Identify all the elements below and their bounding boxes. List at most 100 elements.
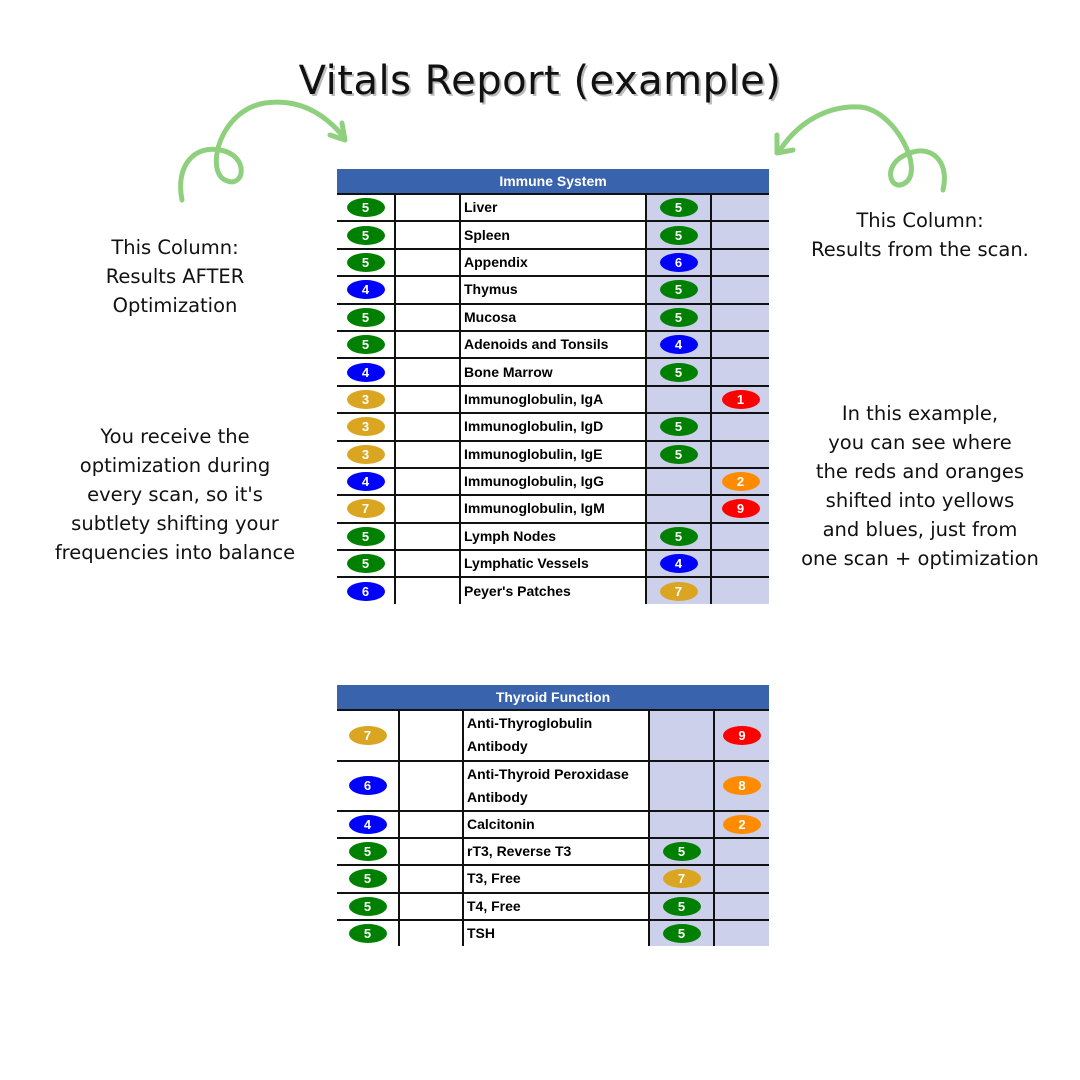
after-optimization-cell: 4: [337, 812, 398, 837]
blank-cell: [398, 839, 462, 865]
scan-out-of-range-cell: [710, 249, 769, 276]
item-name: rT3, Reverse T3: [462, 839, 648, 865]
blank-cell: [398, 893, 462, 919]
scan-out-of-range-cell: [710, 222, 769, 248]
item-name: Anti-Thyroid Peroxidase Antibody: [462, 761, 648, 810]
blank-cell: [394, 195, 459, 221]
after-optimization-cell: 3: [337, 387, 394, 412]
after-optimization-cell: 4: [337, 469, 394, 494]
report-title: Vitals Report (example): [298, 58, 782, 104]
scan-result-badge: 7: [662, 869, 701, 889]
scan-result-badge: 5: [659, 362, 698, 382]
left-curly-arrow-icon: [178, 99, 348, 203]
scan-in-range-cell: 5: [645, 414, 710, 440]
after-optimization-cell: 5: [337, 524, 394, 549]
after-optimization-cell: 5: [337, 839, 398, 864]
scan-result-badge: 5: [662, 842, 701, 862]
item-name: Calcitonin: [462, 812, 648, 838]
after-optimization-cell: 3: [337, 442, 394, 467]
after-optimization-badge: 4: [346, 280, 385, 300]
scan-result-badge: 9: [721, 499, 760, 519]
scan-out-of-range-cell: [710, 359, 769, 385]
note-line: every scan, so it's: [87, 483, 263, 506]
after-optimization-cell: 5: [337, 250, 394, 275]
scan-result-badge: 2: [721, 472, 760, 492]
after-optimization-badge: 5: [348, 923, 387, 943]
scan-result-badge: 5: [662, 896, 701, 916]
after-optimization-badge: 5: [346, 526, 385, 546]
after-optimization-badge: 4: [346, 472, 385, 492]
after-optimization-badge: 6: [348, 776, 387, 796]
after-optimization-cell: 5: [337, 332, 394, 357]
after-optimization-badge: 5: [346, 554, 385, 574]
scan-out-of-range-cell: [713, 893, 769, 919]
blank-cell: [398, 866, 462, 892]
after-optimization-cell: 5: [337, 305, 394, 330]
note-line: This Column:: [856, 209, 984, 232]
item-name: Immunoglobulin, IgG: [459, 468, 645, 495]
scan-result-badge: 5: [659, 526, 698, 546]
note-line: the reds and oranges: [815, 460, 1025, 483]
table-row: 4 Immunoglobulin, IgG 2: [337, 466, 769, 495]
scan-in-range-cell: 4: [645, 551, 710, 577]
after-optimization-cell: 7: [337, 496, 394, 521]
item-name: Bone Marrow: [459, 359, 645, 385]
item-name: Immunoglobulin, IgD: [459, 414, 645, 440]
after-optimization-cell: 5: [337, 551, 394, 576]
scan-result-badge: 9: [723, 725, 761, 745]
scan-out-of-range-cell: 9: [713, 711, 769, 760]
blank-cell: [394, 468, 459, 495]
item-name: T4, Free: [462, 893, 648, 919]
scan-in-range-cell: 7: [648, 866, 713, 892]
note-line: you can see where: [828, 431, 1012, 454]
item-name: Peyer's Patches: [459, 578, 645, 604]
after-optimization-badge: 5: [348, 869, 387, 889]
scan-result-badge: 5: [662, 923, 701, 943]
after-optimization-badge: 5: [348, 842, 387, 862]
scan-in-range-cell: [645, 468, 710, 495]
after-optimization-badge: 5: [346, 198, 385, 218]
after-optimization-cell: 5: [337, 921, 398, 946]
after-optimization-cell: 5: [337, 195, 394, 220]
blank-cell: [398, 761, 462, 810]
scan-out-of-range-cell: [710, 277, 769, 303]
scan-result-badge: 5: [659, 225, 698, 245]
after-optimization-cell: 6: [337, 762, 398, 811]
note-scan-results: This Column:Results from the scan.: [790, 206, 1050, 264]
after-optimization-badge: 5: [346, 335, 385, 355]
blank-cell: [398, 812, 462, 838]
blank-cell: [394, 551, 459, 577]
scan-out-of-range-cell: [710, 551, 769, 577]
blank-cell: [394, 578, 459, 604]
blank-cell: [394, 304, 459, 330]
scan-result-badge: 2: [723, 815, 761, 835]
scan-in-range-cell: 5: [645, 222, 710, 248]
scan-out-of-range-cell: [710, 195, 769, 221]
item-name: TSH: [462, 920, 648, 946]
scan-in-range-cell: 5: [648, 893, 713, 919]
item-name: Mucosa: [459, 304, 645, 330]
note-line: shifted into yellows: [825, 489, 1015, 512]
scan-in-range-cell: 7: [645, 578, 710, 604]
scan-result-badge: 7: [659, 581, 698, 601]
table-header: Thyroid Function: [337, 685, 769, 709]
blank-cell: [398, 711, 462, 760]
scan-out-of-range-cell: [710, 441, 769, 467]
after-optimization-badge: 4: [346, 362, 385, 382]
scan-out-of-range-cell: [713, 866, 769, 892]
after-optimization-badge: 3: [346, 389, 385, 409]
table-row: 5 rT3, Reverse T3 5: [337, 837, 769, 865]
scan-result-badge: 4: [659, 554, 698, 574]
note-line: frequencies into balance: [54, 541, 296, 564]
after-optimization-badge: 5: [348, 896, 387, 916]
